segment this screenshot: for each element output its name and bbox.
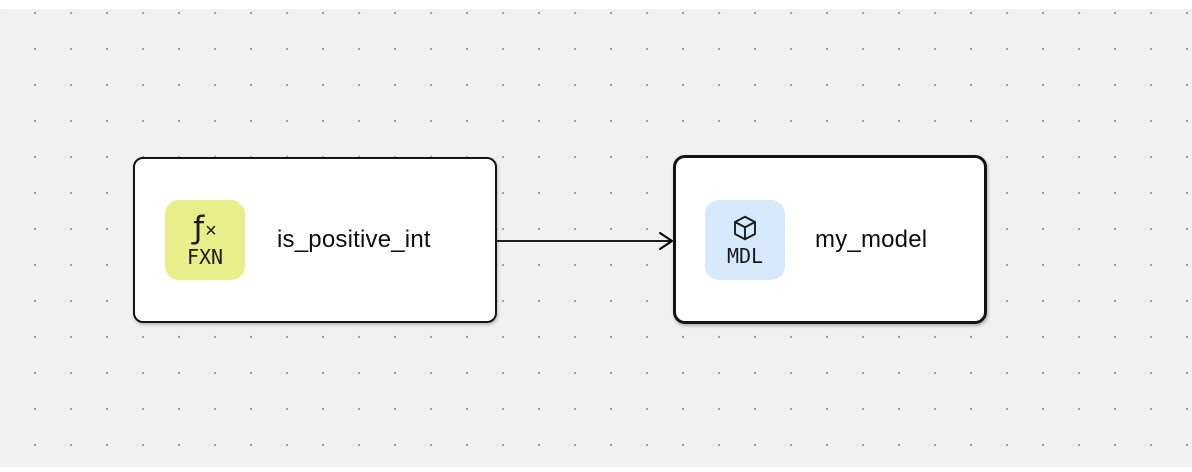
badge-label-fxn: FXN bbox=[186, 244, 224, 269]
node-label-is-positive-int: is_positive_int bbox=[277, 226, 431, 253]
bottom-strip bbox=[0, 467, 1192, 472]
fx-glyph-x: × bbox=[205, 219, 217, 242]
node-my-model[interactable]: MDL my_model bbox=[673, 155, 987, 324]
fx-glyph-f: ƒ bbox=[193, 209, 205, 246]
cube-icon bbox=[730, 210, 760, 244]
model-badge: MDL bbox=[705, 199, 785, 280]
function-icon: ƒ × bbox=[193, 211, 217, 245]
top-strip bbox=[0, 0, 1192, 9]
node-label-my-model: my_model bbox=[815, 225, 928, 253]
function-badge: ƒ × FXN bbox=[165, 200, 245, 280]
edge-arrow[interactable] bbox=[497, 228, 673, 254]
badge-label-mdl: MDL bbox=[726, 244, 764, 268]
node-is-positive-int[interactable]: ƒ × FXN is_positive_int bbox=[133, 157, 497, 323]
